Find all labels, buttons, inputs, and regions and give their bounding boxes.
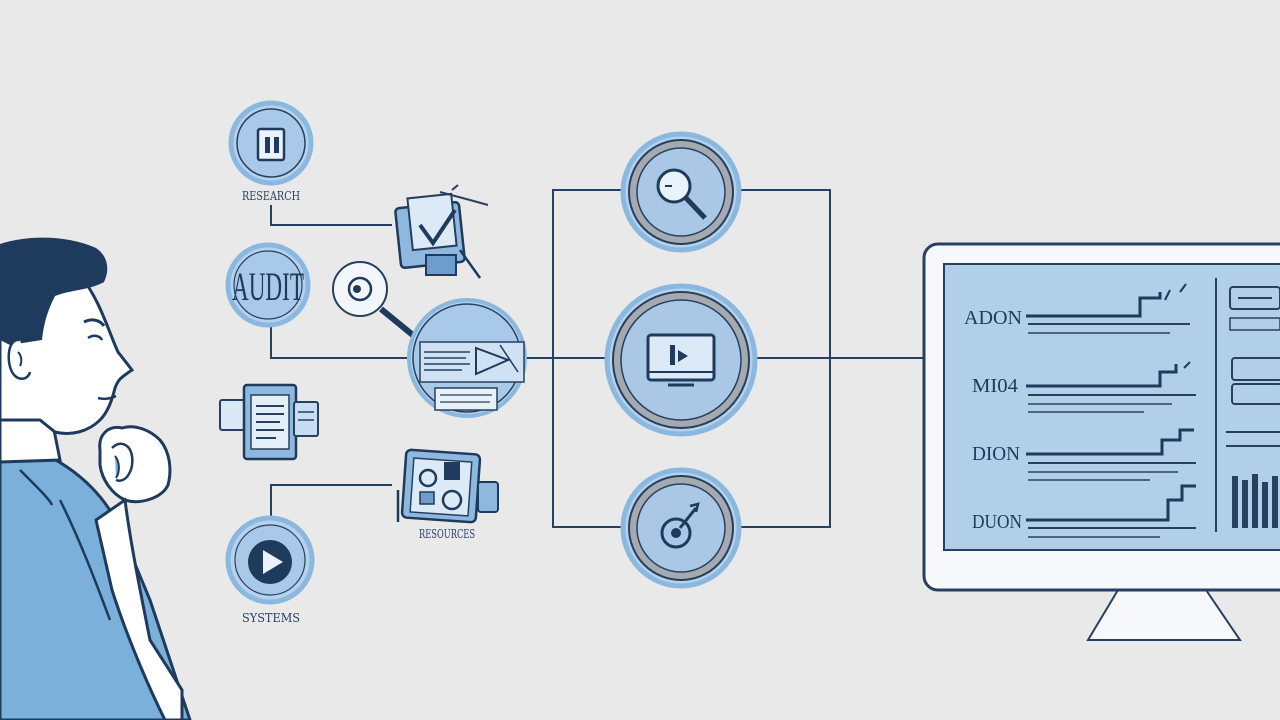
tablet-icon — [396, 448, 499, 524]
research-label: RESEARCH — [242, 189, 300, 203]
play-icon — [225, 515, 315, 605]
monitor-row-3: DION — [972, 428, 1196, 481]
monitor-row-label: MI04 — [972, 375, 1018, 397]
connector-lines — [270, 189, 925, 540]
analysis-panel-icon — [407, 298, 527, 418]
checklist-icon — [394, 184, 489, 279]
display-icon — [646, 333, 716, 387]
audit-label: AUDIT — [232, 264, 304, 309]
monitor-row-label: DION — [972, 443, 1020, 465]
document-icon — [228, 100, 314, 186]
person-hand — [98, 425, 172, 504]
target-icon — [660, 502, 700, 549]
connector-research-to-checklist — [270, 205, 392, 226]
search-icon — [656, 168, 707, 220]
monitor-row-4: DUON — [972, 484, 1196, 538]
monitor-screen — [943, 263, 1280, 551]
monitor — [922, 242, 1280, 641]
connector-audit-to-panel — [270, 325, 415, 359]
audit-badge — [225, 242, 311, 328]
monitor-row-1: ADON — [964, 283, 1190, 334]
systems-label: SYSTEMS — [242, 611, 300, 625]
file-folder-icon — [219, 383, 319, 461]
person-hair — [0, 237, 108, 345]
monitor-row-label: DUON — [972, 511, 1022, 533]
resources-label: RESOURCES — [419, 527, 475, 541]
person-illustration — [0, 237, 192, 720]
left-bracket — [552, 189, 624, 528]
monitor-row-2: MI04 — [972, 361, 1196, 413]
monitor-row-label: ADON — [964, 307, 1022, 329]
monitor-stand — [1086, 589, 1242, 641]
magnifier-icon — [332, 261, 416, 339]
